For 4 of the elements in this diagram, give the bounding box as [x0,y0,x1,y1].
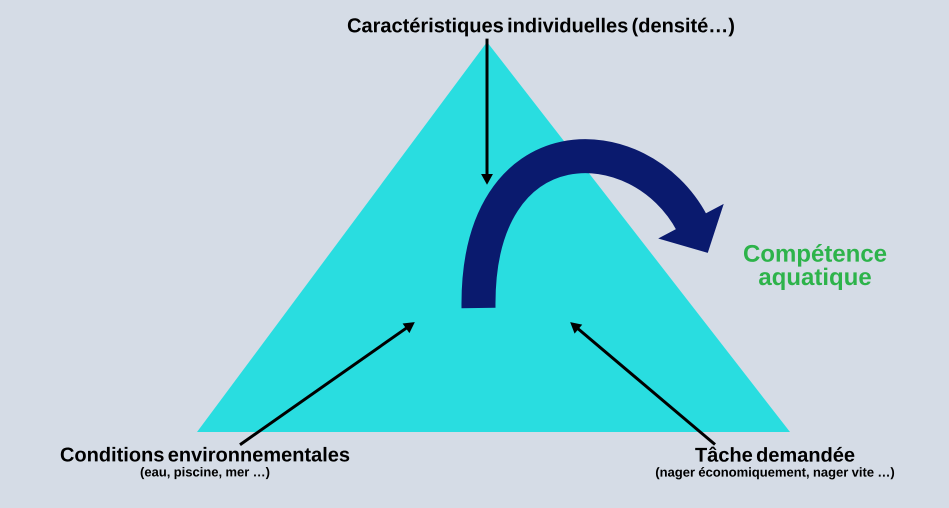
result-label: Compétence aquatique [744,244,886,290]
factor-label: Caractéristiques individuelles (densité…) [348,18,734,36]
factor-label: Conditions environnementales (eau, piscine, mer …) [60,446,350,480]
factor-label: Tâche demandée (nager économiquement, nager vite …) [656,446,894,480]
